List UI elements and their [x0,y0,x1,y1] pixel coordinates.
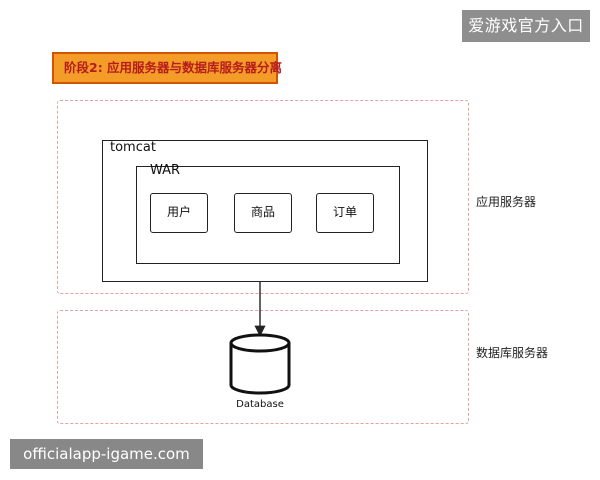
database-label: Database [236,399,284,410]
watermark-top-right: 爱游戏官方入口 [462,10,590,42]
app-server-zone-label: 应用服务器 [476,195,537,209]
watermark-bottom-left: officialapp-igame.com [10,439,203,469]
module-user: 用户 [150,193,208,233]
db-server-zone [57,310,469,424]
tomcat-label: tomcat [110,140,156,155]
war-container [136,166,400,264]
module-order: 订单 [316,193,374,233]
module-product: 商品 [234,193,292,233]
tomcat-container [102,140,428,282]
stage-title: 阶段2: 应用服务器与数据库服务器分离 [52,52,282,84]
db-server-zone-label: 数据库服务器 [476,346,549,360]
war-label: WAR [150,163,181,178]
app-server-zone [57,100,469,294]
